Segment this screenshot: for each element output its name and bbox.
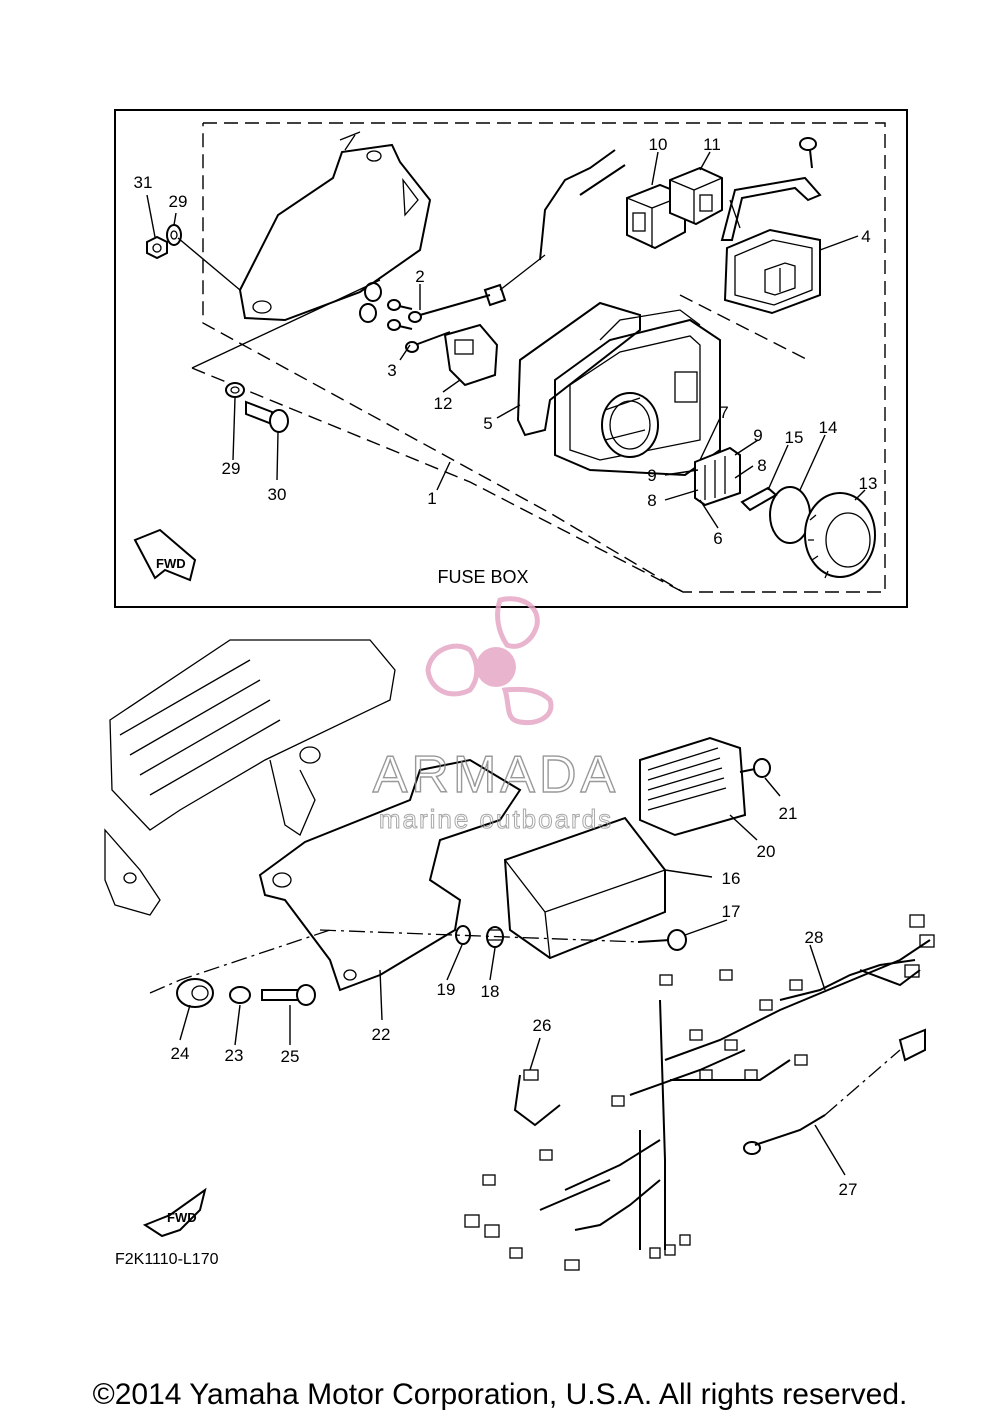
label-19: 19 xyxy=(437,980,456,999)
fuse-box-dashed-inner xyxy=(679,294,809,361)
fuse-box-cover-4 xyxy=(723,228,821,315)
wire-harness-28 xyxy=(464,914,935,1271)
label-27: 27 xyxy=(839,1180,858,1199)
cap-13 xyxy=(804,492,876,579)
screw-2 xyxy=(408,283,507,323)
relay-cable-2 xyxy=(579,164,626,196)
label-22: 22 xyxy=(372,1025,391,1044)
label-11: 11 xyxy=(703,135,721,154)
o-ring-14 xyxy=(769,486,811,544)
label-13: 13 xyxy=(859,474,878,493)
fwd-arrow-top: FWD xyxy=(133,528,197,582)
label-10: 10 xyxy=(649,135,668,154)
label-16: 16 xyxy=(722,869,741,888)
small-screws xyxy=(359,282,413,331)
engine-block xyxy=(104,639,396,916)
relay-cable xyxy=(539,149,616,261)
nut-31 xyxy=(146,235,168,260)
rectifier-20 xyxy=(639,736,747,837)
label-9b: 9 xyxy=(647,466,656,485)
label-2: 2 xyxy=(415,267,424,286)
label-24: 24 xyxy=(171,1044,190,1063)
part-labels: 1 2 3 4 5 6 7 8 8 9 9 10 11 12 13 14 15 … xyxy=(134,135,878,1199)
relay-11 xyxy=(669,166,723,226)
cover-clip xyxy=(720,176,822,241)
grommet-24 xyxy=(176,978,214,1008)
armada-watermark: ARMADA marine outboards xyxy=(372,596,619,835)
label-23: 23 xyxy=(225,1046,244,1065)
watermark-name: ARMADA xyxy=(373,746,619,804)
label-15: 15 xyxy=(785,428,804,447)
washer-29-top xyxy=(166,224,182,246)
fuse-box-caption: FUSE BOX xyxy=(437,567,528,587)
label-17: 17 xyxy=(722,902,741,921)
collar-23 xyxy=(229,986,251,1004)
label-12: 12 xyxy=(434,394,453,413)
bolt-25 xyxy=(261,984,316,1006)
label-28: 28 xyxy=(805,928,824,947)
label-1: 1 xyxy=(427,489,436,508)
label-5: 5 xyxy=(483,414,492,433)
connector-12 xyxy=(443,323,499,387)
label-26: 26 xyxy=(533,1016,552,1035)
propeller-logo xyxy=(425,596,554,726)
label-25: 25 xyxy=(281,1047,300,1066)
fuse-box-cap-seat xyxy=(601,392,659,458)
gasket-5 xyxy=(516,301,641,437)
bolt-30 xyxy=(245,400,289,433)
label-29a: 29 xyxy=(169,192,188,211)
label-6: 6 xyxy=(713,529,722,548)
fuse-box-frame xyxy=(114,109,908,608)
diagram-code: F2K1110-L170 xyxy=(115,1251,219,1268)
label-31: 31 xyxy=(134,173,153,192)
watermark-tagline: marine outboards xyxy=(379,804,613,834)
lead-cable xyxy=(499,254,546,291)
wire-26 xyxy=(513,1069,561,1127)
washer-29-bottom xyxy=(225,382,245,398)
screw-top-right xyxy=(799,137,817,169)
bracket-22 xyxy=(258,758,522,992)
label-30: 30 xyxy=(268,485,287,504)
bolt-21 xyxy=(739,758,771,778)
screw-3 xyxy=(405,331,451,353)
fwd-label-bottom: FWD xyxy=(167,1210,197,1225)
label-18: 18 xyxy=(481,982,500,1001)
label-8a: 8 xyxy=(757,456,766,475)
label-3: 3 xyxy=(387,361,396,380)
label-21: 21 xyxy=(779,804,798,823)
wire-27 xyxy=(743,1028,926,1155)
label-7: 7 xyxy=(719,403,728,422)
fwd-label-top: FWD xyxy=(156,556,186,571)
fuse-box-bracket xyxy=(238,131,432,322)
label-14: 14 xyxy=(819,418,838,437)
label-20: 20 xyxy=(757,842,776,861)
leader-lines xyxy=(146,151,866,1176)
label-29b: 29 xyxy=(222,459,241,478)
bolt-17 xyxy=(637,929,687,951)
copyright-notice: ©2014 Yamaha Motor Corporation, U.S.A. A… xyxy=(92,1378,908,1411)
label-8b: 8 xyxy=(647,491,656,510)
label-9a: 9 xyxy=(753,426,762,445)
label-4: 4 xyxy=(861,227,870,246)
ecu-16 xyxy=(503,816,666,960)
fuse-block xyxy=(694,446,741,507)
fwd-arrow-bottom: FWD xyxy=(142,1187,207,1238)
